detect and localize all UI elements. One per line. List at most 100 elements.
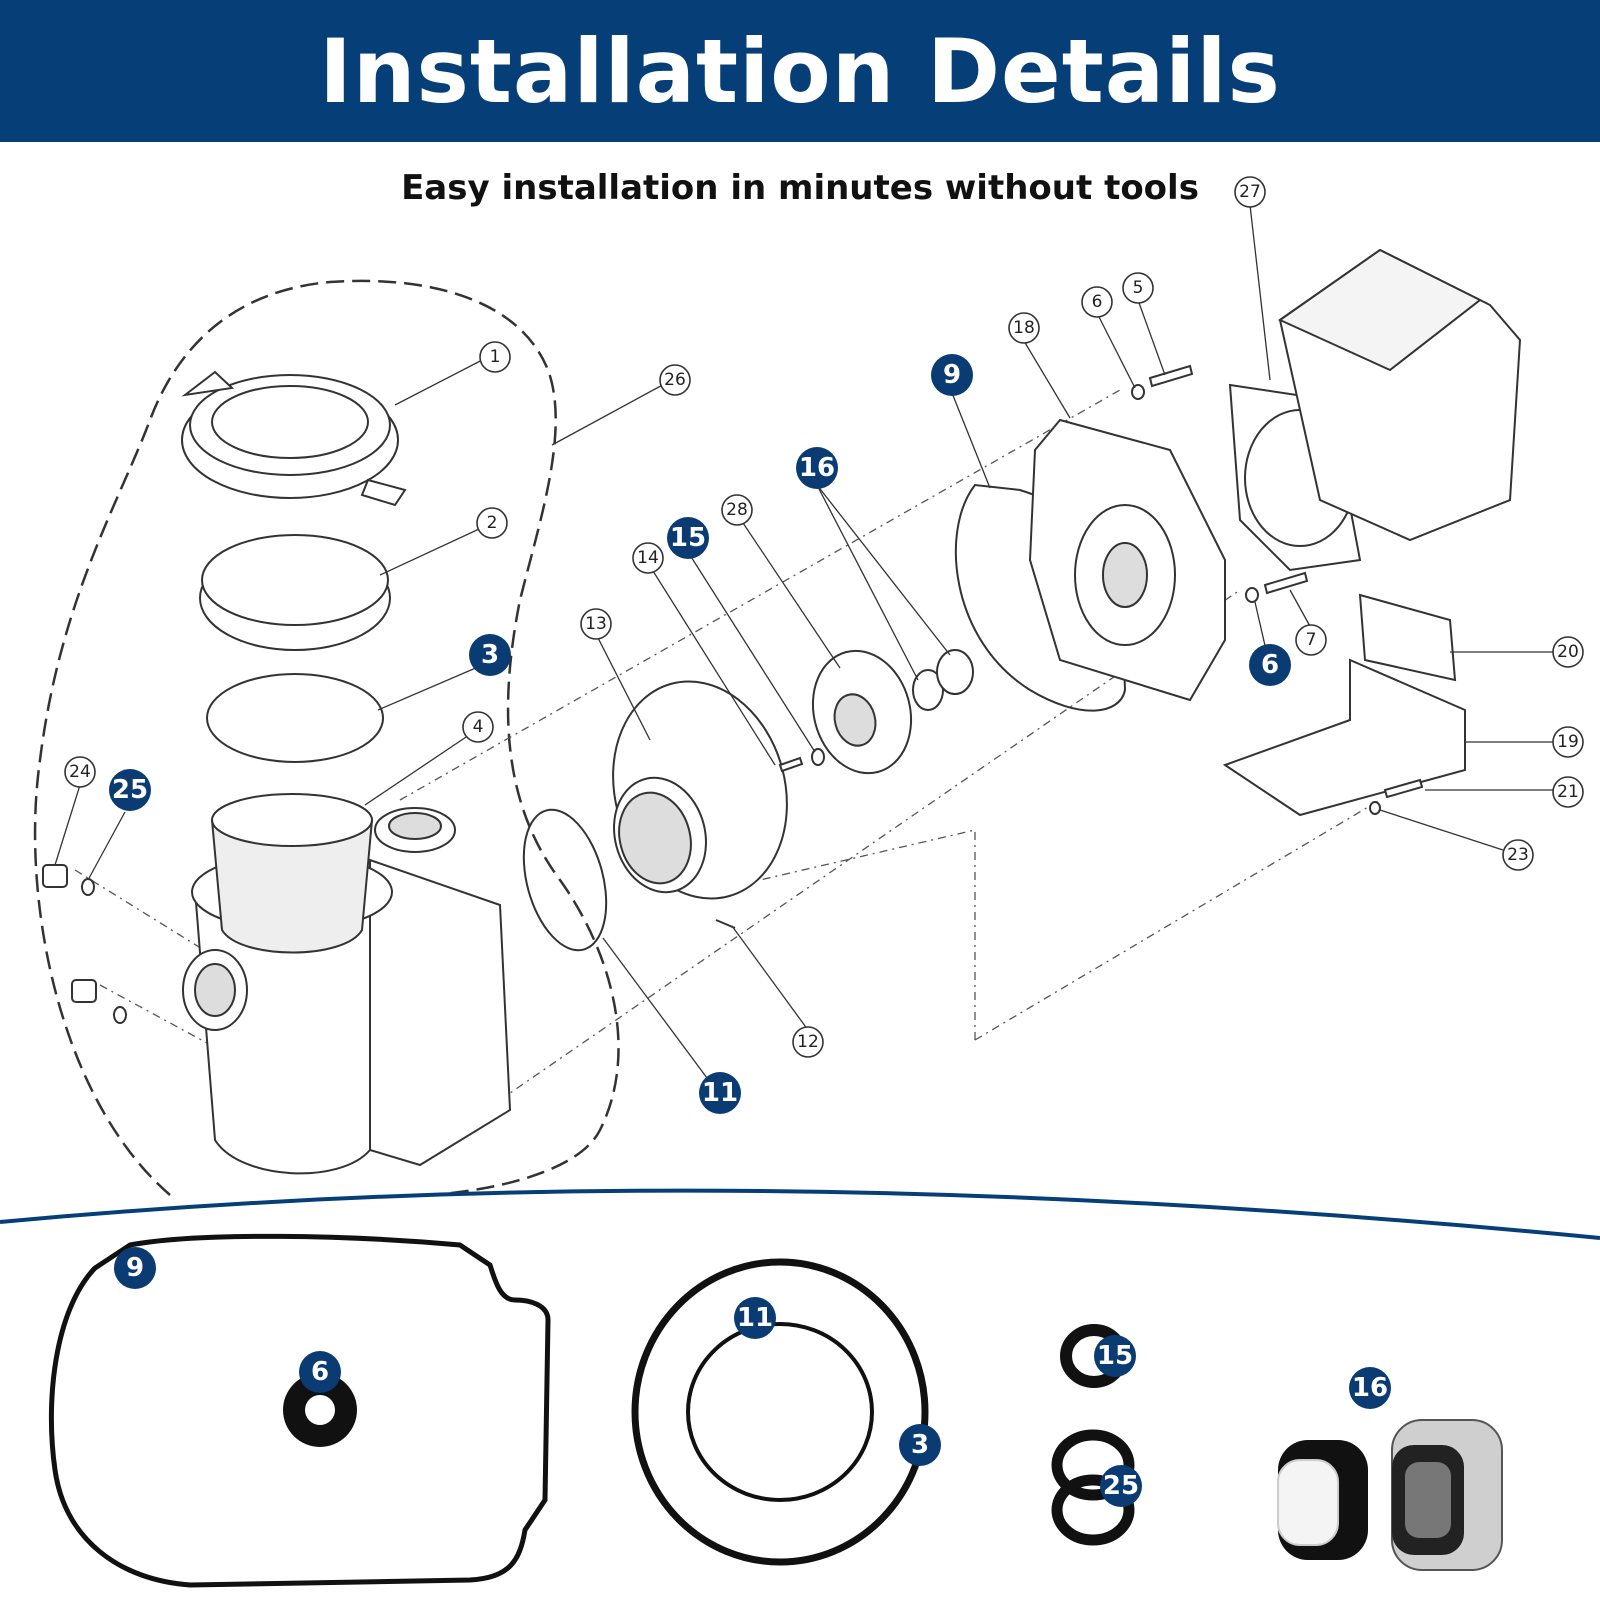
- seal-plate-part: [1028, 418, 1226, 702]
- callout-1: 1: [479, 341, 511, 373]
- callout-14: 14: [632, 542, 664, 574]
- svg-text:25: 25: [112, 775, 148, 805]
- lid-o-ring-part: [206, 673, 384, 763]
- svg-text:27: 27: [1239, 182, 1261, 202]
- svg-text:6: 6: [1261, 650, 1279, 680]
- callout-23: 23: [1502, 839, 1534, 871]
- drain-plug-part: [42, 864, 68, 888]
- callout-26: 26: [659, 364, 691, 396]
- motor-part: [1228, 248, 1522, 572]
- kit-shaft-seal-16: [1277, 1419, 1503, 1571]
- base-screw-part: [1383, 778, 1424, 799]
- kit-o-ring-11: [686, 1322, 874, 1502]
- callout-24: 24: [64, 756, 96, 788]
- svg-text:2: 2: [487, 513, 498, 533]
- svg-text:9: 9: [943, 360, 961, 390]
- svg-text:6: 6: [311, 1357, 329, 1387]
- strainer-housing-part: [182, 793, 512, 1175]
- callout-7: 7: [1295, 624, 1327, 656]
- callout-12: 12: [792, 1026, 824, 1058]
- kit-badge-15: 15: [1094, 1335, 1136, 1377]
- base-axis: [759, 799, 1381, 1041]
- kit-gasket-25b: [1051, 1474, 1135, 1546]
- svg-text:19: 19: [1557, 732, 1579, 752]
- badge-3: 3: [469, 634, 511, 676]
- badge-11: 11: [699, 1072, 741, 1114]
- svg-text:13: 13: [585, 614, 607, 634]
- base-part: [1222, 658, 1466, 817]
- diffuser-part: [612, 680, 788, 900]
- assembly-axis-3: [74, 869, 221, 961]
- header-banner: Installation Details: [0, 0, 1600, 142]
- svg-text:16: 16: [1352, 1373, 1388, 1403]
- drain-plug-gasket-part: [81, 878, 95, 896]
- svg-text:20: 20: [1557, 642, 1579, 662]
- callout-2: 2: [476, 507, 508, 539]
- kit-badge-16: 16: [1349, 1367, 1391, 1409]
- badge-6: 6: [1249, 644, 1291, 686]
- impeller-part: [811, 649, 913, 775]
- callout-20: 20: [1552, 636, 1584, 668]
- kit-badge-9: 9: [114, 1247, 156, 1289]
- kit-o-ring-3: [631, 1258, 929, 1566]
- callout-28: 28: [721, 494, 753, 526]
- page-subtitle: Easy installation in minutes without too…: [401, 168, 1199, 208]
- drain-plug-part-2: [71, 979, 97, 1003]
- washer-part-6: [1131, 384, 1145, 400]
- motor-support-part: [1358, 593, 1457, 682]
- badge-25: 25: [109, 769, 151, 811]
- lock-ring-part: [181, 370, 407, 507]
- svg-text:18: 18: [1013, 318, 1035, 338]
- kit-washer-6: [283, 1373, 357, 1447]
- drain-plug-gasket-part-2: [113, 1006, 127, 1024]
- leader-lines: [54, 204, 1553, 1083]
- strainer-group-outline: [33, 279, 620, 1197]
- svg-text:6: 6: [1092, 292, 1103, 312]
- svg-text:25: 25: [1103, 1471, 1139, 1501]
- callout-21: 21: [1552, 776, 1584, 808]
- svg-text:15: 15: [670, 523, 706, 553]
- svg-text:23: 23: [1507, 845, 1529, 865]
- badge-16: 16: [796, 447, 838, 489]
- shaft-seal-part-a: [912, 669, 944, 711]
- callout-27: 27: [1234, 176, 1266, 208]
- bolt-part-5: [1148, 364, 1194, 388]
- diffuser-o-ring-part: [522, 808, 608, 952]
- svg-text:24: 24: [69, 762, 91, 782]
- kit-badge-25: 25: [1100, 1465, 1142, 1507]
- svg-text:11: 11: [737, 1303, 773, 1333]
- svg-text:11: 11: [702, 1078, 738, 1108]
- svg-text:7: 7: [1306, 630, 1317, 650]
- callout-5: 5: [1122, 272, 1154, 304]
- washer-part-6b: [1245, 587, 1259, 603]
- svg-text:1: 1: [490, 347, 501, 367]
- svg-text:4: 4: [473, 717, 484, 737]
- impeller-washer-part: [811, 748, 825, 766]
- base-washer-part: [1369, 801, 1381, 815]
- svg-text:12: 12: [797, 1032, 819, 1052]
- lid-part: [199, 534, 391, 651]
- svg-text:3: 3: [481, 640, 499, 670]
- svg-text:5: 5: [1133, 278, 1144, 298]
- callout-13: 13: [580, 608, 612, 640]
- bolt-part-7: [1263, 571, 1309, 595]
- assembly-axis-4: [99, 984, 221, 1051]
- shaft-seal-part-b: [936, 649, 974, 695]
- wave-divider: [0, 1188, 1600, 1240]
- kit-gasket-25a: [1051, 1429, 1135, 1501]
- badge-15: 15: [667, 517, 709, 559]
- kit-badge-11: 11: [734, 1297, 776, 1339]
- badge-9: 9: [931, 354, 973, 396]
- page-title: Installation Details: [319, 19, 1281, 123]
- svg-text:14: 14: [637, 548, 659, 568]
- callout-6: 6: [1081, 286, 1113, 318]
- svg-text:15: 15: [1097, 1341, 1133, 1371]
- svg-text:9: 9: [126, 1253, 144, 1283]
- svg-text:16: 16: [799, 453, 835, 483]
- callout-18: 18: [1008, 312, 1040, 344]
- kit-gasket-9: [48, 1233, 551, 1588]
- svg-text:3: 3: [911, 1430, 929, 1460]
- callout-4: 4: [462, 711, 494, 743]
- svg-text:21: 21: [1557, 782, 1579, 802]
